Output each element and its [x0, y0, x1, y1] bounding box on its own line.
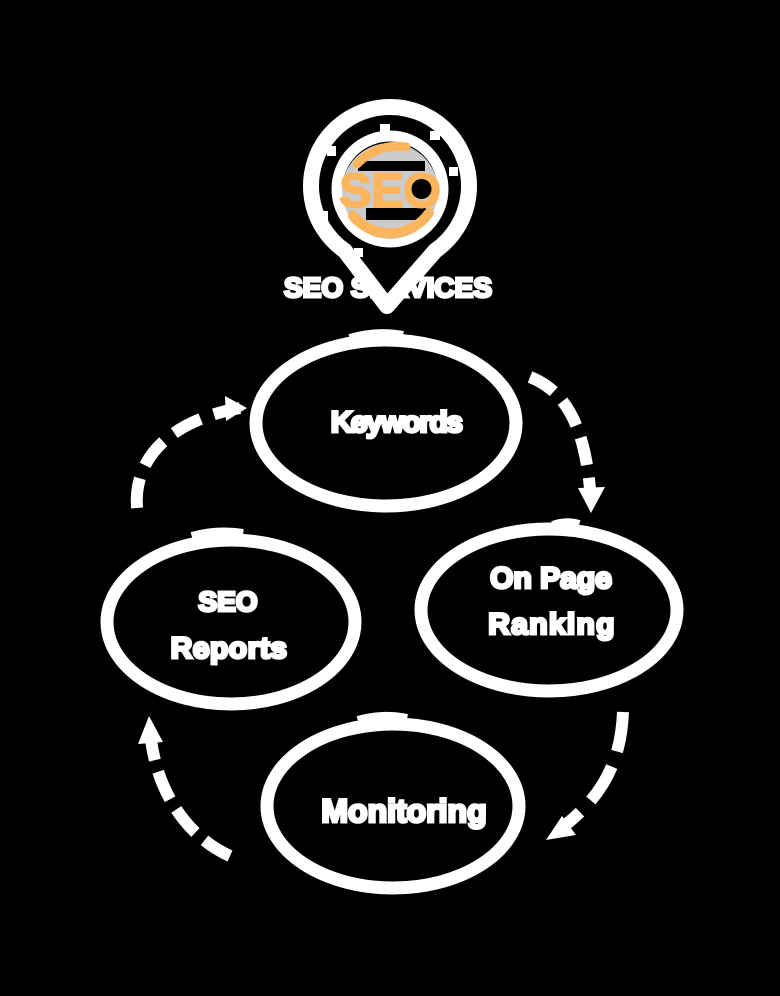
svg-text:Keywords: Keywords: [331, 406, 462, 439]
svg-text:Monitoring: Monitoring: [321, 793, 486, 829]
svg-text:Reports: Reports: [171, 632, 288, 665]
svg-text:SEO: SEO: [198, 586, 257, 617]
svg-text:On Page: On Page: [490, 562, 612, 595]
svg-text:Ranking: Ranking: [488, 608, 615, 641]
